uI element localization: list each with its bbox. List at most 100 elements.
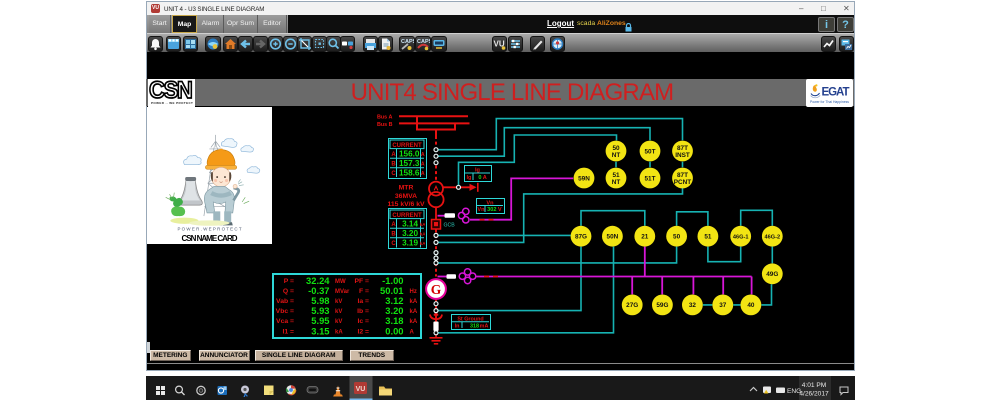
svg-text:mA: mA — [479, 323, 488, 328]
svg-text:ENG: ENG — [787, 388, 801, 395]
svg-text:-1.00: -1.00 — [382, 275, 403, 286]
svg-text:158.6: 158.6 — [399, 169, 420, 177]
svg-text:32: 32 — [689, 302, 697, 309]
svg-text:3.15: 3.15 — [311, 325, 329, 336]
svg-text:EGAT: EGAT — [821, 87, 849, 99]
svg-text:P =: P = — [284, 277, 294, 284]
svg-text:NT: NT — [612, 179, 621, 186]
svg-text:I1 =: I1 = — [282, 328, 294, 335]
svg-text:Hz: Hz — [410, 288, 417, 294]
svg-text:kA: kA — [410, 319, 418, 325]
svg-text:St Ground: St Ground — [457, 316, 483, 322]
svg-text:21: 21 — [641, 234, 649, 241]
svg-text:kV: kV — [335, 319, 342, 325]
svg-text:27G: 27G — [626, 302, 638, 309]
svg-text:CURRENT: CURRENT — [392, 143, 422, 149]
svg-text:3.12: 3.12 — [385, 295, 403, 306]
svg-text:46G-2: 46G-2 — [765, 235, 781, 241]
svg-text:115 kV/6 kV: 115 kV/6 kV — [387, 201, 425, 208]
svg-text:Bus B: Bus B — [377, 122, 393, 128]
svg-text:Power for Thai Happiness: Power for Thai Happiness — [810, 100, 849, 104]
svg-text:CAPS: CAPS — [401, 39, 414, 45]
svg-text:Ib =: Ib = — [357, 308, 369, 315]
svg-text:G: G — [431, 282, 442, 297]
svg-text:157.3: 157.3 — [399, 159, 420, 168]
svg-text:Vab =: Vab = — [276, 298, 294, 305]
svg-text:59G: 59G — [656, 302, 668, 309]
svg-text:Vca =: Vca = — [276, 318, 294, 325]
svg-text:kV: kV — [335, 309, 342, 315]
svg-text:4/26/2017: 4/26/2017 — [799, 391, 829, 398]
svg-text:5.93: 5.93 — [311, 305, 329, 316]
svg-text:50.01: 50.01 — [380, 284, 403, 295]
svg-text:C: C — [391, 241, 396, 247]
svg-text:Bus A: Bus A — [377, 114, 392, 120]
svg-text:51: 51 — [704, 234, 712, 241]
svg-text:-0.37: -0.37 — [308, 284, 329, 295]
svg-text:I2 =: I2 = — [357, 328, 369, 335]
svg-text:50T: 50T — [644, 148, 655, 155]
svg-text:87G: 87G — [575, 234, 587, 241]
svg-text:Ig: Ig — [475, 167, 481, 173]
svg-text:A: A — [391, 222, 396, 228]
svg-text:V: V — [497, 207, 501, 212]
svg-text:Vn: Vn — [486, 200, 494, 206]
svg-text:50: 50 — [612, 145, 620, 152]
svg-text:INST: INST — [675, 152, 690, 159]
svg-text:kA: kA — [419, 231, 424, 236]
svg-text:3.14: 3.14 — [402, 219, 418, 228]
svg-text:kA: kA — [410, 299, 418, 305]
svg-text:5.95: 5.95 — [311, 315, 329, 326]
svg-text:P O W E R . W E P R O T E C: P O W E R . W E P R O T E C T — [178, 227, 242, 232]
svg-text:51T: 51T — [644, 175, 655, 182]
svg-text:49G: 49G — [766, 271, 778, 278]
svg-text:VU: VU — [356, 386, 366, 393]
svg-text:50: 50 — [673, 234, 681, 241]
svg-text:B: B — [391, 162, 396, 168]
svg-text:318: 318 — [470, 323, 479, 328]
svg-text:51: 51 — [612, 172, 620, 179]
svg-text:0.00: 0.00 — [385, 325, 403, 336]
svg-text:GCB: GCB — [444, 223, 456, 229]
svg-text:A: A — [420, 171, 424, 177]
svg-text:MVar: MVar — [335, 288, 350, 294]
svg-text:In: In — [454, 323, 459, 328]
svg-text:CSN NAME CARD: CSN NAME CARD — [182, 234, 238, 243]
svg-text:156.0: 156.0 — [399, 149, 420, 158]
svg-text:PF =: PF = — [354, 277, 369, 284]
svg-text:87T: 87T — [677, 172, 688, 179]
svg-text:A: A — [420, 161, 424, 167]
svg-text:CAPS: CAPS — [417, 39, 430, 45]
svg-text:302: 302 — [487, 207, 496, 212]
svg-text:3.20: 3.20 — [402, 229, 418, 238]
svg-text:A: A — [391, 152, 396, 158]
svg-text:kA: kA — [410, 309, 418, 315]
svg-text:40: 40 — [747, 302, 755, 309]
svg-text:46G-1: 46G-1 — [733, 235, 749, 241]
svg-text:VU: VU — [493, 39, 504, 48]
svg-text:B: B — [391, 232, 396, 238]
svg-text:kV: kV — [335, 299, 342, 305]
svg-text:NT: NT — [612, 152, 621, 159]
svg-text:5.98: 5.98 — [311, 295, 329, 306]
svg-text:kA: kA — [419, 241, 424, 246]
svg-text:Vbc =: Vbc = — [276, 308, 294, 315]
svg-text:CURRENT: CURRENT — [392, 213, 422, 219]
svg-text:87T: 87T — [677, 145, 688, 152]
svg-text:3.18: 3.18 — [385, 315, 403, 326]
svg-text:A: A — [420, 152, 424, 158]
svg-text:50N: 50N — [607, 234, 619, 241]
svg-text:kA: kA — [419, 222, 424, 227]
svg-text:3.20: 3.20 — [385, 305, 403, 316]
svg-text:Vn: Vn — [477, 207, 485, 212]
svg-text:MTR: MTR — [399, 185, 414, 192]
svg-text:37: 37 — [719, 302, 727, 309]
svg-text:kA: kA — [335, 329, 343, 335]
svg-text:Q =: Q = — [283, 287, 294, 294]
svg-text:A: A — [482, 174, 486, 179]
svg-text:MW: MW — [335, 278, 346, 284]
svg-text:3.19: 3.19 — [402, 239, 418, 248]
svg-text:Ia =: Ia = — [357, 298, 369, 305]
svg-text:Ic =: Ic = — [357, 318, 369, 325]
svg-text:Ig: Ig — [466, 174, 472, 179]
